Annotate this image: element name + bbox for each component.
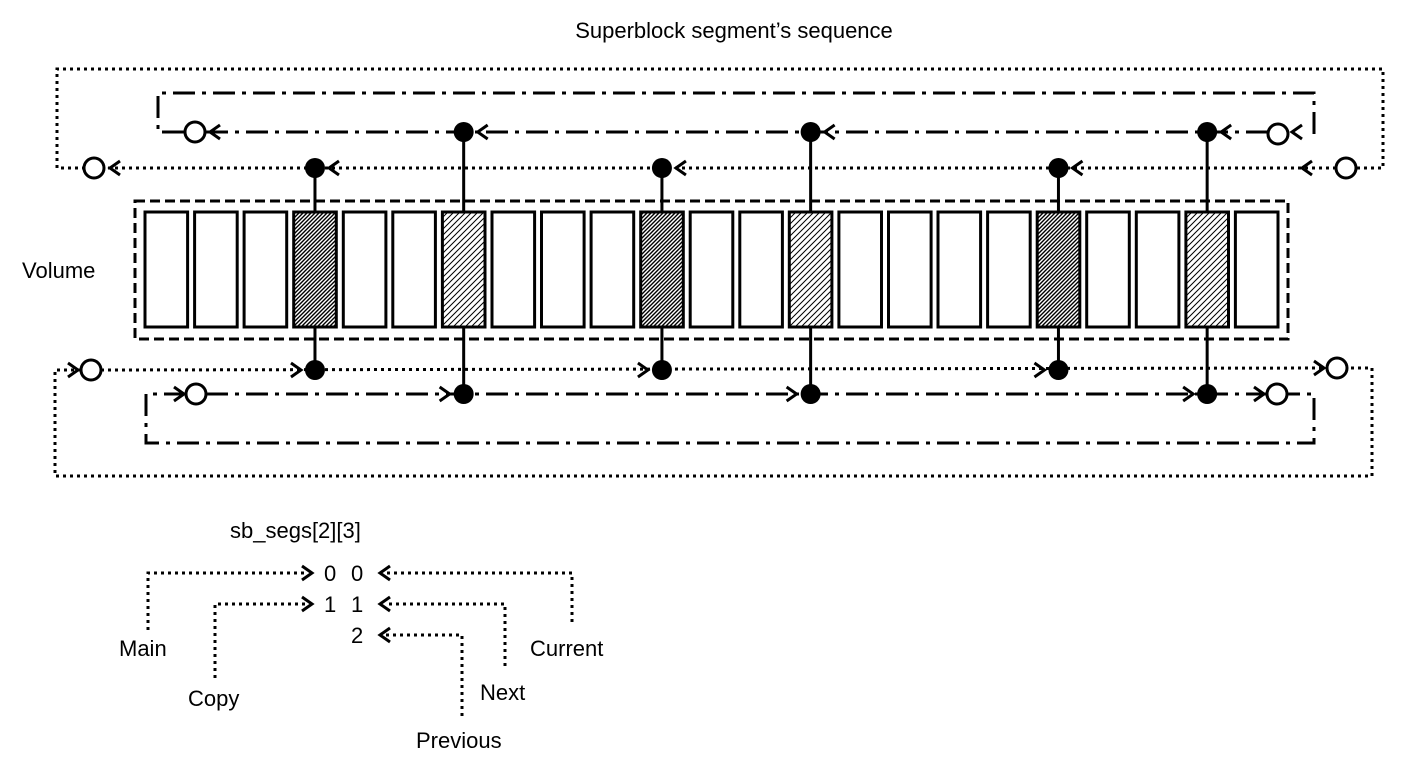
arrowhead — [1313, 359, 1327, 377]
node-dot — [453, 122, 474, 142]
endpoint-circle — [82, 156, 106, 180]
segment-box — [193, 210, 239, 329]
endpoint-circle — [1265, 382, 1289, 406]
diagram-title: Superblock segment’s sequence — [575, 18, 893, 43]
endpoint-circle — [183, 120, 207, 144]
arrowhead — [637, 361, 651, 379]
segment-box — [242, 210, 289, 329]
segment-box — [490, 210, 537, 329]
volume-frame — [133, 199, 1290, 341]
segment-box — [391, 210, 437, 329]
segment-box — [1233, 210, 1280, 329]
label-main: Main — [119, 636, 167, 661]
legend-arrowhead — [377, 564, 391, 582]
arrowhead — [1069, 159, 1084, 177]
endpoint-circle — [1325, 356, 1349, 380]
node-dot — [651, 158, 672, 178]
legend-arrowhead — [301, 595, 315, 613]
arrowhead — [1033, 361, 1048, 379]
arrowhead — [673, 159, 687, 177]
node-dot — [453, 384, 474, 404]
segment-box-hatched — [292, 210, 338, 329]
arrowhead — [1299, 159, 1313, 177]
segment-box — [986, 210, 1032, 329]
segment-box-hatched — [1035, 210, 1082, 329]
arrowhead — [1289, 123, 1303, 141]
array-row2-col1: 2 — [351, 623, 363, 648]
arrowhead — [107, 159, 121, 177]
segment-box — [738, 210, 784, 329]
arrowhead — [173, 385, 187, 403]
arrowhead — [785, 385, 800, 403]
segment-box-hatched — [440, 210, 487, 329]
segment-box — [936, 210, 983, 329]
upper-inner-dashdot-loop — [156, 91, 1316, 134]
legend-dotted-arrows — [146, 571, 574, 716]
endpoint-circle — [1266, 122, 1290, 146]
segment-box — [540, 210, 586, 329]
segment-box — [589, 210, 636, 329]
legend-arrowheads — [301, 564, 391, 644]
legend-arrowhead — [377, 626, 391, 644]
node-dot — [304, 360, 325, 380]
arrowhead — [822, 123, 836, 141]
segment-box — [341, 210, 388, 329]
arrowhead — [1182, 385, 1196, 403]
node-dot — [1048, 158, 1069, 178]
upper-outer-dotted-loop — [55, 67, 1385, 170]
legend-arrowhead — [301, 564, 315, 582]
arrowhead — [207, 123, 221, 141]
endpoint-circle — [1334, 156, 1358, 180]
volume-label: Volume — [22, 258, 95, 283]
segment-box — [1085, 210, 1131, 329]
segment-box — [837, 210, 884, 329]
segment-box — [143, 210, 190, 329]
lower-outer-dotted-loop — [53, 366, 1374, 478]
node-dot — [800, 384, 821, 404]
arrowhead — [67, 361, 81, 379]
segment-box-hatched — [639, 210, 685, 329]
array-row1-col0: 1 — [324, 592, 336, 617]
array-row0-col1: 0 — [351, 561, 363, 586]
segment-box — [688, 210, 735, 329]
array-row1-col1: 1 — [351, 592, 363, 617]
arrowhead — [1218, 123, 1233, 141]
node-dot — [1048, 360, 1069, 380]
node-dot — [304, 158, 325, 178]
array-caption: sb_segs[2][3] — [230, 518, 361, 543]
legend-arrowhead — [377, 595, 391, 613]
volume-segments — [143, 210, 1280, 329]
node-dot — [651, 360, 672, 380]
arrowhead — [438, 385, 453, 403]
endpoint-circle — [184, 382, 208, 406]
lower-inner-dashdot-loop — [144, 392, 1316, 445]
segment-box — [887, 210, 933, 329]
label-next: Next — [480, 680, 525, 705]
label-current: Current — [530, 636, 603, 661]
arrowhead — [475, 123, 489, 141]
label-copy: Copy — [188, 686, 239, 711]
segment-box — [1134, 210, 1181, 329]
node-dot — [1197, 384, 1218, 404]
arrowhead — [290, 361, 304, 379]
node-dot — [1197, 122, 1218, 142]
arrowhead — [326, 159, 340, 177]
arrowhead — [1253, 385, 1267, 403]
node-dot — [800, 122, 821, 142]
label-previous: Previous — [416, 728, 502, 753]
segment-links — [67, 120, 1358, 406]
segment-box-hatched — [787, 210, 834, 329]
array-row0-col0: 0 — [324, 561, 336, 586]
segment-box-hatched — [1184, 210, 1231, 329]
endpoint-circle — [79, 358, 103, 382]
